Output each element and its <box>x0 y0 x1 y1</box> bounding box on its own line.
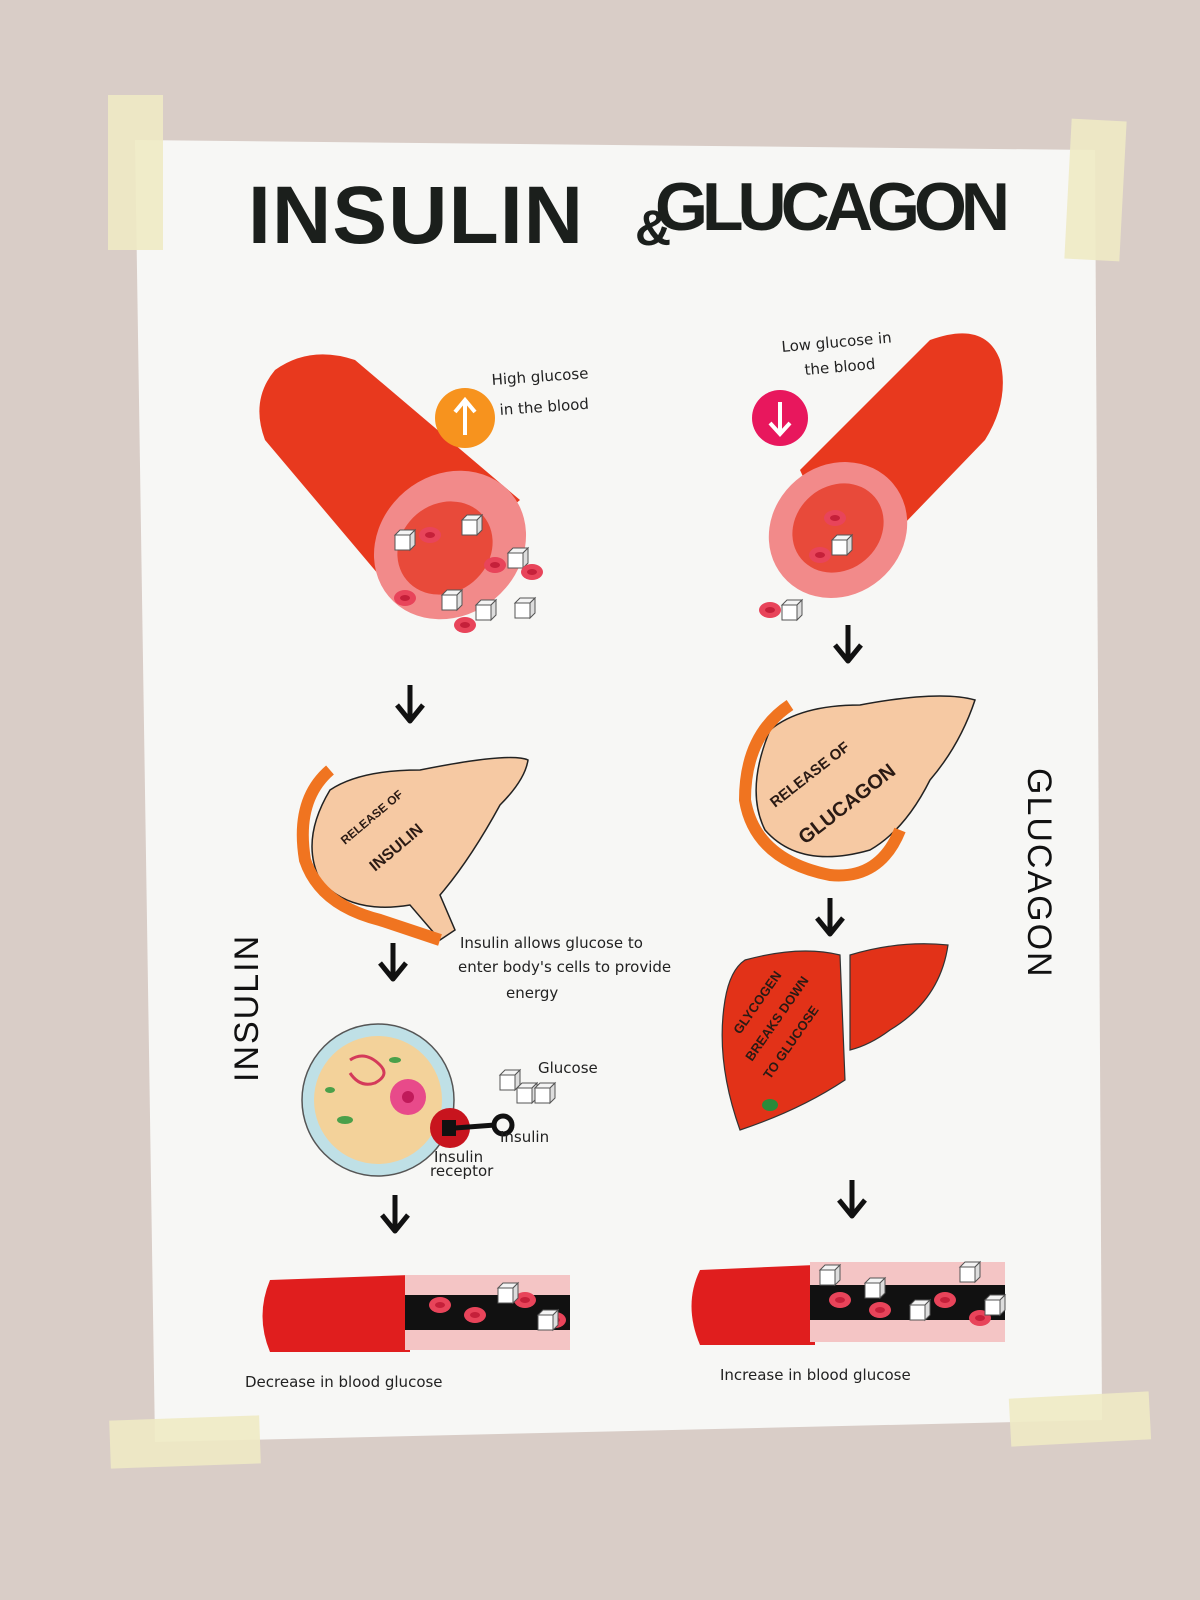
title-insulin: INSULIN <box>248 170 583 261</box>
tape-top-left <box>108 95 163 250</box>
blood-vessel-low-glucose-top <box>759 333 1003 621</box>
pancreas-insulin <box>296 756 529 946</box>
blood-vessel-low-glucose <box>262 1275 570 1352</box>
title-ampersand: & <box>635 200 671 256</box>
tape-bottom-left <box>109 1415 261 1469</box>
glucose-label: Glucose <box>538 1059 598 1077</box>
blood-vessel-high-glucose-bottom <box>691 1261 1006 1345</box>
tape-top-right <box>1064 118 1127 262</box>
up-arrow-icon <box>435 388 495 448</box>
tape-bottom-right <box>1008 1391 1152 1447</box>
insulin-explanation-line1: Insulin allows glucose to <box>460 934 643 952</box>
insulin-receptor-key-icon <box>430 1108 515 1148</box>
pancreas-glucagon <box>738 695 976 882</box>
down-arrow-badge-icon <box>752 390 808 446</box>
insulin-explanation-line3: energy <box>506 984 558 1002</box>
title-glucagon: GLUCAGON <box>655 169 1010 245</box>
insulin-receptor-label-line1: Insulin <box>434 1148 483 1166</box>
body-cell <box>301 1023 455 1177</box>
blood-vessel-high-glucose <box>259 354 543 633</box>
insulin-label: Insulin <box>500 1128 549 1146</box>
increase-blood-glucose-label: Increase in blood glucose <box>720 1366 911 1384</box>
side-label-glucagon: GLUCAGON <box>1020 768 1058 979</box>
liver <box>721 943 949 1131</box>
side-label-insulin: INSULIN <box>228 934 266 1082</box>
insulin-receptor-label-line2: receptor <box>430 1162 494 1180</box>
decrease-blood-glucose-label: Decrease in blood glucose <box>245 1373 443 1391</box>
insulin-explanation-line2: enter body's cells to provide <box>458 958 671 976</box>
